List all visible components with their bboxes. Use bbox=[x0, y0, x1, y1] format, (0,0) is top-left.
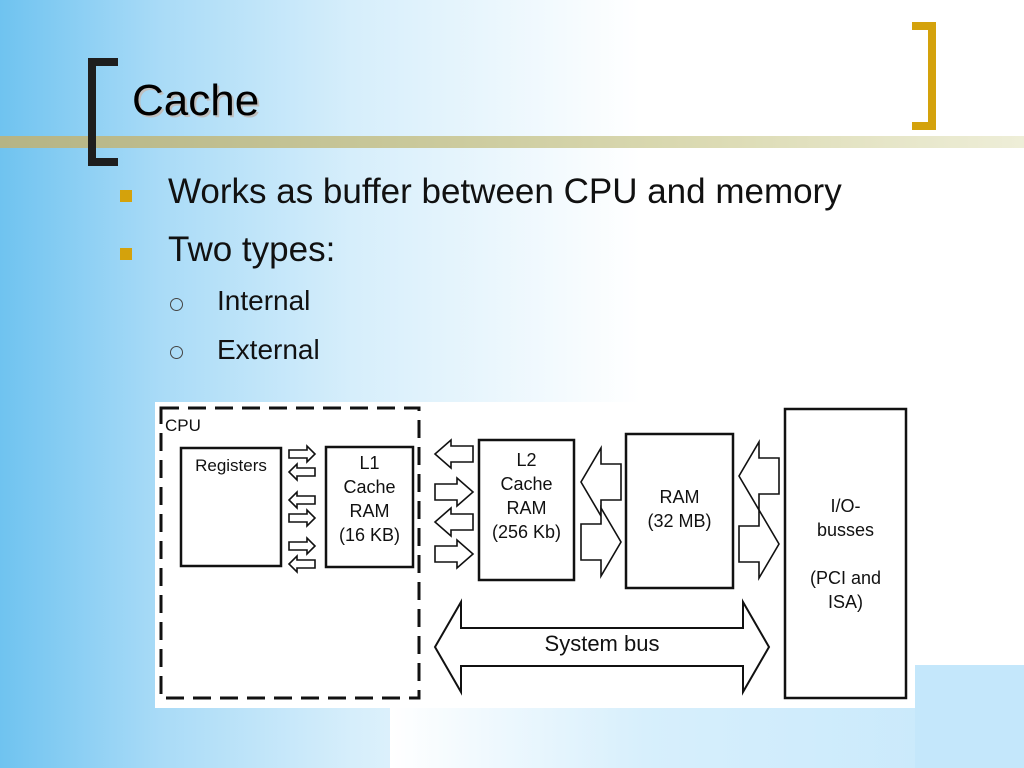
square-bullet-icon bbox=[120, 190, 132, 202]
background-bottom-corner bbox=[915, 665, 1024, 768]
io-label-line: I/O- bbox=[830, 496, 861, 516]
l2-l1-arrow bbox=[433, 438, 474, 470]
cache-diagram: CPU Registers L1 Cache RAM (16 KB) L2 Ca… bbox=[155, 402, 915, 708]
l2-label-line: L2 bbox=[516, 450, 537, 470]
l1-l2-arrow bbox=[434, 538, 475, 570]
l1-label-line: L1 bbox=[359, 453, 380, 473]
slide-title: Cache bbox=[132, 76, 260, 125]
bullet-text: Two types: bbox=[168, 230, 336, 269]
reg-l1-arrow bbox=[288, 508, 317, 528]
io-label-line: (PCI and bbox=[809, 568, 882, 588]
l1-label-line: RAM bbox=[349, 501, 390, 521]
io-label-spacer bbox=[785, 542, 906, 566]
l2-ram-arrow bbox=[580, 505, 622, 579]
ram-box bbox=[624, 432, 735, 590]
l1-label-line: Cache bbox=[343, 477, 396, 497]
right-bracket-decoration bbox=[912, 22, 936, 130]
circle-bullet-icon bbox=[170, 298, 183, 311]
l2-cache-box bbox=[477, 438, 576, 582]
system-bus-arrow bbox=[433, 598, 771, 696]
ram-label-line: (32 MB) bbox=[647, 511, 712, 531]
system-bus-label: System bus bbox=[544, 631, 660, 656]
reg-l1-arrow bbox=[288, 536, 317, 556]
l2-label-line: Cache bbox=[500, 474, 553, 494]
square-bullet-icon bbox=[120, 248, 132, 260]
ram-l2-arrow bbox=[580, 445, 622, 519]
l1-cache-box bbox=[324, 445, 415, 569]
l2-l1-arrow bbox=[433, 506, 474, 538]
io-ram-arrow bbox=[738, 439, 780, 513]
ram-label-line: RAM bbox=[659, 487, 700, 507]
l1-reg-arrow bbox=[287, 554, 316, 574]
left-bracket-decoration bbox=[88, 58, 118, 166]
cpu-label: CPU bbox=[165, 416, 201, 435]
sub-bullet-text: External bbox=[217, 334, 320, 365]
cache-diagram-graphic bbox=[159, 406, 908, 700]
io-busses-label: I/O- busses (PCI and ISA) bbox=[785, 494, 906, 614]
reg-l1-arrow bbox=[288, 444, 317, 464]
io-busses-box bbox=[783, 407, 908, 700]
l2-label-line: (256 Kb) bbox=[491, 522, 562, 542]
cpu-boundary bbox=[159, 406, 421, 700]
ram-io-arrow bbox=[738, 507, 780, 581]
sub-bullet-text: Internal bbox=[217, 285, 311, 316]
io-label-line: ISA) bbox=[827, 592, 863, 612]
l2-cache-label: L2 Cache RAM (256 Kb) bbox=[479, 448, 574, 544]
l2-label-line: RAM bbox=[506, 498, 547, 518]
ram-label: RAM (32 MB) bbox=[626, 485, 733, 533]
circle-bullet-icon bbox=[170, 346, 183, 359]
l1-cache-label: L1 Cache RAM (16 KB) bbox=[326, 451, 413, 547]
l1-reg-arrow bbox=[287, 490, 316, 510]
registers-box bbox=[179, 446, 283, 568]
l1-l2-arrow bbox=[434, 476, 475, 508]
bullet-text: Works as buffer between CPU and memory bbox=[168, 172, 842, 211]
title-divider bbox=[0, 136, 1024, 148]
l1-label-line: (16 KB) bbox=[338, 525, 401, 545]
registers-label: Registers bbox=[195, 456, 267, 475]
io-label-line: busses bbox=[816, 520, 875, 540]
l1-reg-arrow bbox=[287, 462, 316, 482]
